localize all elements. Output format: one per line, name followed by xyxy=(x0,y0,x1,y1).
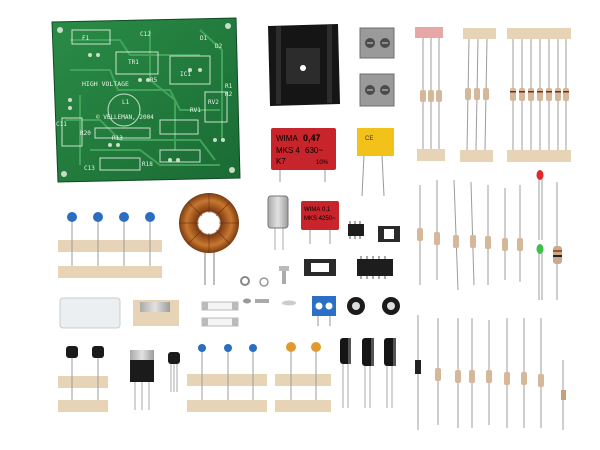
metal-can-crystal xyxy=(267,195,289,250)
wima-capacitor-large: WIMA 0,47 MKS 4 630~ K7 10% xyxy=(271,128,336,182)
wima-large-code: K7 xyxy=(276,157,286,166)
pcb-label-c12: C12 xyxy=(140,31,151,38)
heatsink xyxy=(268,24,340,106)
resistor-strip-large xyxy=(507,28,571,162)
pcb-label-r20: R20 xyxy=(80,130,91,137)
electrolytic-capacitor-1 xyxy=(340,338,351,408)
pcb-label-r13: R13 xyxy=(112,135,123,142)
pcb-label-rv1: RV1 xyxy=(190,107,201,114)
pcb-label-r2: R2 xyxy=(225,91,233,98)
taped-transistors-to92 xyxy=(58,346,108,412)
x2-cap-mark: CE xyxy=(365,136,373,142)
ic-8pin xyxy=(348,221,364,239)
power-resistor xyxy=(553,182,562,300)
wima-large-brand: WIMA xyxy=(276,134,298,143)
transparent-cover xyxy=(59,297,121,329)
pcb-label-d1: D1 xyxy=(200,35,208,42)
pcb-label-r18: R18 xyxy=(142,161,153,168)
screw-terminal-blue xyxy=(312,296,336,326)
screw-terminal-bottom xyxy=(359,73,395,107)
taped-components-bottom-1 xyxy=(187,344,267,412)
electrolytic-capacitor-3 xyxy=(384,338,396,408)
pcb-label-c13: C13 xyxy=(84,165,95,172)
pcb-label-c11: C11 xyxy=(56,121,67,128)
wima-large-series: MKS 4 xyxy=(276,146,301,155)
loose-resistors-row xyxy=(417,179,523,291)
wima-small-value: 0,1 xyxy=(322,207,331,213)
hardware-screws-nuts xyxy=(240,266,296,306)
trimmer-potentiometer-1 xyxy=(347,297,365,315)
wima-small-series: MKS 4 xyxy=(304,216,323,222)
toroid-inductor xyxy=(179,193,239,285)
wima-small-brand: WIMA xyxy=(304,207,320,213)
ic-socket-16pin xyxy=(304,259,336,276)
wima-large-value: 0,47 xyxy=(303,133,321,143)
pcb-label-r5: R5 xyxy=(150,77,158,84)
wima-large-voltage: 630~ xyxy=(305,146,323,155)
ic-socket-8pin xyxy=(378,226,400,242)
taped-components-bottom-2 xyxy=(275,342,331,412)
fuse-holder xyxy=(133,300,179,326)
pcb-label-d2: D2 xyxy=(215,43,223,50)
pcb-high-voltage-label: HIGH VOLTAGE xyxy=(82,80,129,88)
pcb-label-tr1: TR1 xyxy=(128,59,139,66)
pcb-label-ic1: IC1 xyxy=(180,71,191,78)
pcb-velleman-label: © VELLEMAN, 2004 xyxy=(96,114,154,121)
small-diode xyxy=(561,390,566,400)
ic-16pin xyxy=(357,256,393,279)
fuse-glass-2 xyxy=(201,317,239,327)
pcb-board: F1 C12 TR1 R5 IC1 D1 D2 L1 R20 R13 C13 R… xyxy=(51,17,241,183)
resistor-strip-small xyxy=(415,27,445,161)
wima-small-voltage: 250~ xyxy=(322,216,336,222)
taped-transistors-blue xyxy=(58,212,162,278)
trimmer-potentiometer-2 xyxy=(382,297,400,315)
screw-terminal-top xyxy=(359,27,395,59)
voltage-regulator-to220 xyxy=(130,350,154,410)
electrolytic-capacitor-2 xyxy=(362,338,374,408)
fuse-glass-1 xyxy=(201,301,239,311)
led-green xyxy=(536,244,544,300)
pcb-label-l1: L1 xyxy=(122,99,130,106)
pcb-label-rv2: RV2 xyxy=(208,99,219,106)
to92-transistor-single xyxy=(168,352,180,392)
diode-black xyxy=(415,360,421,374)
pcb-label-r1: R1 xyxy=(225,83,233,90)
wima-capacitor-small: WIMA 0,1 MKS 4 250~ xyxy=(301,201,339,244)
pcb-label-f1: F1 xyxy=(82,35,90,42)
x2-capacitor-yellow: CE xyxy=(357,128,394,197)
heatsink-mount-hole xyxy=(300,65,306,71)
resistor-strip-medium xyxy=(460,28,496,162)
led-red xyxy=(536,170,544,240)
wima-large-tolerance: 10% xyxy=(316,160,329,166)
loose-components-bottom-right xyxy=(415,315,566,430)
